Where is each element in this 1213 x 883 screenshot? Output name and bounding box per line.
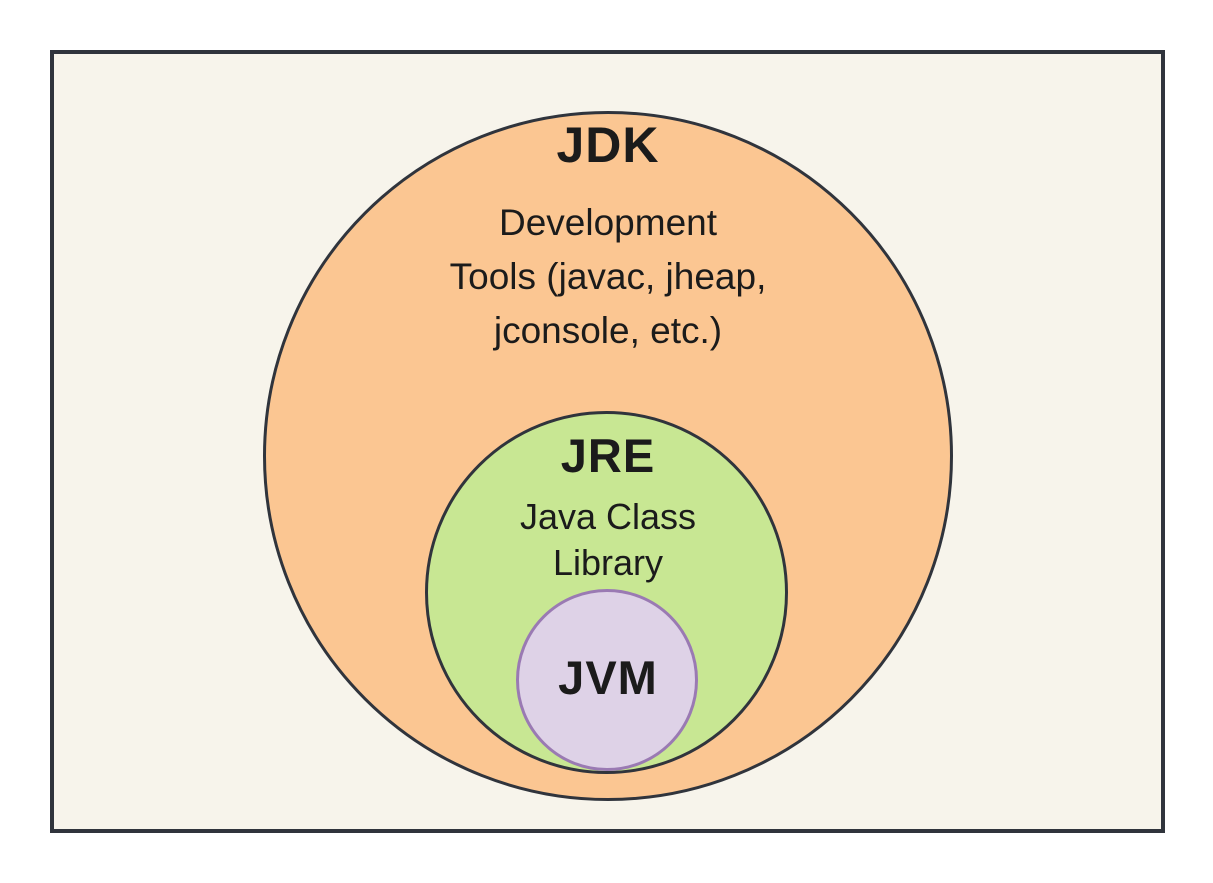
jvm-title: JVM <box>558 651 658 704</box>
jre-title: JRE <box>560 429 656 482</box>
jre-subtitle-line-1: Java Class <box>519 496 697 537</box>
jdk-subtitle-line-2: Tools (javac, jheap, <box>449 256 767 297</box>
diagram-frame <box>50 50 1165 833</box>
jvm-circle <box>516 589 698 771</box>
jre-subtitle: Java Class Library <box>520 494 696 586</box>
jre-subtitle-line-2: Library <box>552 542 664 583</box>
jdk-subtitle: Development Tools (javac, jheap, jconsol… <box>450 196 767 358</box>
jdk-subtitle-line-1: Development <box>498 202 718 243</box>
jdk-title: JDK <box>556 117 660 173</box>
jdk-subtitle-line-3: jconsole, etc.) <box>493 310 723 351</box>
